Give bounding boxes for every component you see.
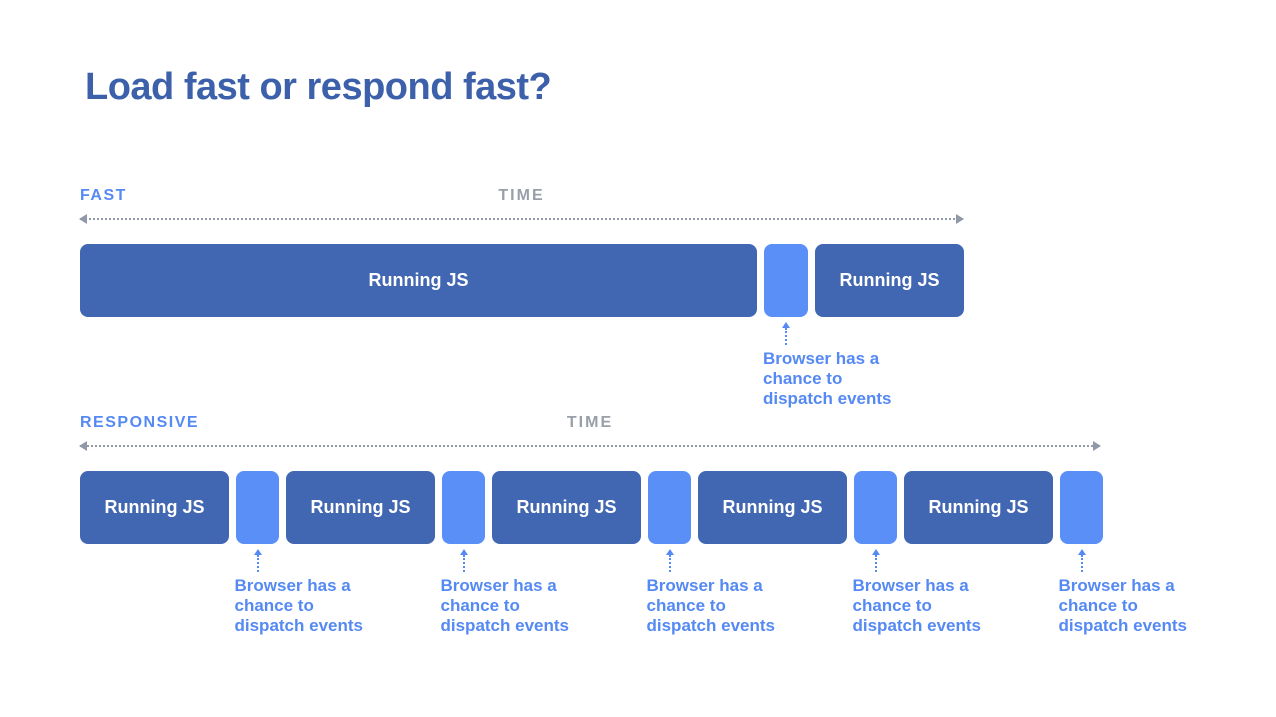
fast-labels-row: FAST TIME: [80, 187, 963, 205]
running-js-label: Running JS: [516, 497, 617, 517]
running-js-label: Running JS: [722, 497, 823, 517]
responsive-time-axis-label: TIME: [566, 414, 614, 431]
fast-timeline-section: FAST TIME Running JS Running JS Browser h…: [79, 187, 964, 417]
running-js-label: Running JS: [928, 497, 1029, 517]
running-js-label: Running JS: [839, 270, 940, 290]
slide-title: Load fast or respond fast?: [85, 66, 552, 108]
responsive-time-axis: [79, 441, 1101, 451]
idle-gap-block: [648, 471, 691, 544]
running-js-block: Running JS: [815, 244, 964, 317]
responsive-labels-row: RESPONSIVE TIME: [80, 414, 1100, 432]
annotation-text: Browser has a chance to dispatch events: [646, 576, 776, 635]
fast-section-label: FAST: [80, 187, 127, 204]
gap-annotation: Browser has a chance to dispatch events: [763, 322, 915, 409]
idle-gap-block: [442, 471, 485, 544]
running-js-block: Running JS: [492, 471, 641, 544]
fast-time-axis: [79, 214, 964, 224]
running-js-block: Running JS: [286, 471, 435, 544]
running-js-block: Running JS: [698, 471, 847, 544]
annotation-text: Browser has a chance to dispatch events: [440, 576, 570, 635]
gap-annotation: Browser has a chance to dispatch events: [1059, 549, 1211, 636]
gap-annotation: Browser has a chance to dispatch events: [235, 549, 387, 636]
axis-left-arrow-icon: [79, 441, 87, 451]
responsive-section-label: RESPONSIVE: [80, 414, 200, 431]
running-js-label: Running JS: [104, 497, 205, 517]
fast-blocks-track: Running JS Running JS: [80, 244, 964, 317]
responsive-annotations: Browser has a chance to dispatch events B…: [80, 544, 1187, 644]
running-js-block: Running JS: [80, 244, 757, 317]
axis-left-arrow-icon: [79, 214, 87, 224]
idle-gap-block: [854, 471, 897, 544]
gap-annotation: Browser has a chance to dispatch events: [853, 549, 1005, 636]
running-js-block: Running JS: [904, 471, 1053, 544]
gap-annotation: Browser has a chance to dispatch events: [647, 549, 799, 636]
idle-gap-block: [1060, 471, 1103, 544]
fast-annotations: Browser has a chance to dispatch events: [80, 317, 964, 417]
gap-annotation: Browser has a chance to dispatch events: [441, 549, 593, 636]
idle-gap-block: [764, 244, 808, 317]
dotted-up-arrow-icon: [871, 549, 880, 572]
dotted-up-arrow-icon: [1077, 549, 1086, 572]
fast-time-axis-label: TIME: [498, 187, 545, 204]
dotted-up-arrow-icon: [665, 549, 674, 572]
idle-gap-block: [236, 471, 279, 544]
running-js-label: Running JS: [368, 270, 469, 290]
running-js-block: Running JS: [80, 471, 229, 544]
annotation-text: Browser has a chance to dispatch events: [234, 576, 364, 635]
dotted-up-arrow-icon: [253, 549, 262, 572]
annotation-text: Browser has a chance to dispatch events: [763, 349, 892, 408]
dotted-up-arrow-icon: [459, 549, 468, 572]
axis-right-arrow-icon: [956, 214, 964, 224]
dotted-up-arrow-icon: [782, 322, 790, 345]
running-js-label: Running JS: [310, 497, 411, 517]
annotation-text: Browser has a chance to dispatch events: [852, 576, 982, 635]
axis-right-arrow-icon: [1093, 441, 1101, 451]
annotation-text: Browser has a chance to dispatch events: [1058, 576, 1188, 635]
responsive-blocks-track: Running JS Running JS Running JS Running JS…: [80, 471, 1103, 544]
